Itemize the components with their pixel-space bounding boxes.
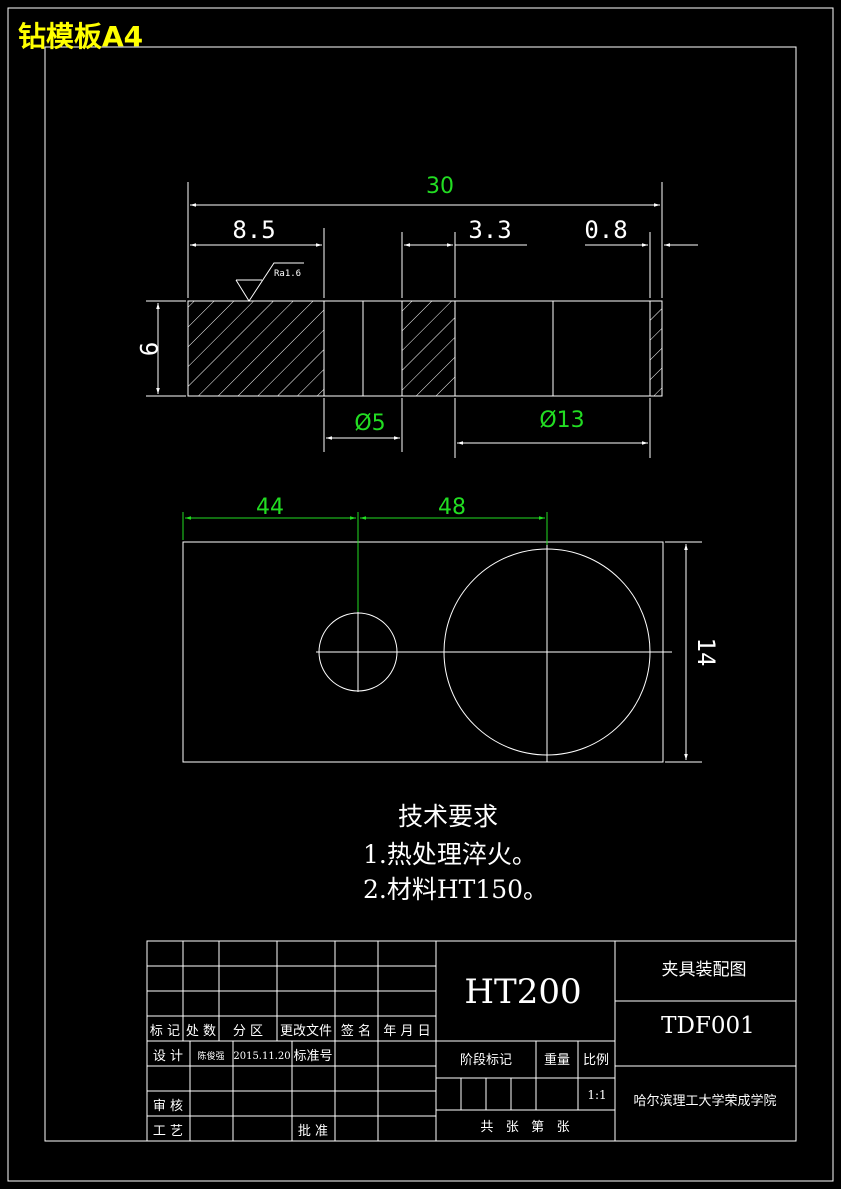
svg-text:48: 48 [438,495,466,520]
svg-text:1:1: 1:1 [587,1088,606,1102]
svg-text:年 月 日: 年 月 日 [383,1024,430,1039]
svg-text:审 核: 审 核 [153,1099,183,1114]
svg-text:0.8: 0.8 [584,216,627,244]
svg-text:设 计: 设 计 [153,1049,183,1064]
svg-text:签 名: 签 名 [341,1023,371,1039]
requirements-heading: 技术要求 [398,802,498,831]
svg-text:批 准: 批 准 [298,1124,328,1139]
dimension-small-hole: Ø5 [323,398,403,452]
institution-name: 哈尔滨理工大学荣成学院 [633,1093,776,1109]
technical-requirements: 技术要求 1.热处理淬火。 2.材料HT150。 [363,802,548,904]
svg-text:标准号: 标准号 [293,1049,332,1064]
drawing-number: TDF001 [661,1013,755,1039]
dimension-large-hole: Ø13 [454,398,651,458]
svg-text:3.3: 3.3 [468,216,511,244]
svg-text:阶段标记: 阶段标记 [460,1053,512,1068]
material-value: HT200 [464,972,581,1012]
dimension-plan-mid: 48 [360,495,548,545]
svg-text:8.5: 8.5 [232,216,275,244]
svg-text:分 区: 分 区 [233,1024,263,1039]
svg-text:比例: 比例 [583,1053,609,1068]
plan-view [182,541,672,763]
svg-text:重量: 重量 [544,1052,570,1068]
dimension-plan-height: 14 [665,541,720,763]
svg-text:Ø5: Ø5 [354,411,385,436]
dimension-overall-width: 30 [187,174,663,298]
svg-text:44: 44 [256,495,284,520]
svg-text:工 艺: 工 艺 [153,1124,183,1139]
svg-text:2015.11.20: 2015.11.20 [233,1051,290,1062]
svg-text:共 张 第 张: 共 张 第 张 [480,1120,569,1135]
dimension-thickness: 9 [134,300,186,397]
requirement-item: 1.热处理淬火。 [363,840,537,869]
svg-text:标 记: 标 记 [150,1024,180,1039]
dimension-plan-left: 44 [182,495,359,612]
outer-border [7,7,834,1182]
svg-text:9: 9 [134,342,162,356]
svg-text:Ra1.6: Ra1.6 [274,269,301,279]
dimension-small-gap: 3.3 [401,216,527,298]
svg-text:Ø13: Ø13 [539,408,584,433]
svg-text:更改文件: 更改文件 [280,1024,332,1039]
svg-text:处 数: 处 数 [186,1024,216,1039]
svg-text:30: 30 [426,174,454,199]
title-block: 标 记 处 数 分 区 更改文件 签 名 年 月 日 设 计 陈俊强 2015.… [146,940,797,1142]
dimension-right-gap: 0.8 [584,216,698,298]
roughness-symbol: Ra1.6 [235,262,304,302]
section-view [187,300,663,397]
dimension-left-offset: 8.5 [190,216,325,298]
drawing-name: 夹具装配图 [662,960,747,980]
svg-text:陈俊强: 陈俊强 [197,1050,224,1062]
sheet-title: 钻模板A4 [18,20,143,53]
requirement-item: 2.材料HT150。 [363,875,548,904]
svg-text:14: 14 [692,638,720,667]
